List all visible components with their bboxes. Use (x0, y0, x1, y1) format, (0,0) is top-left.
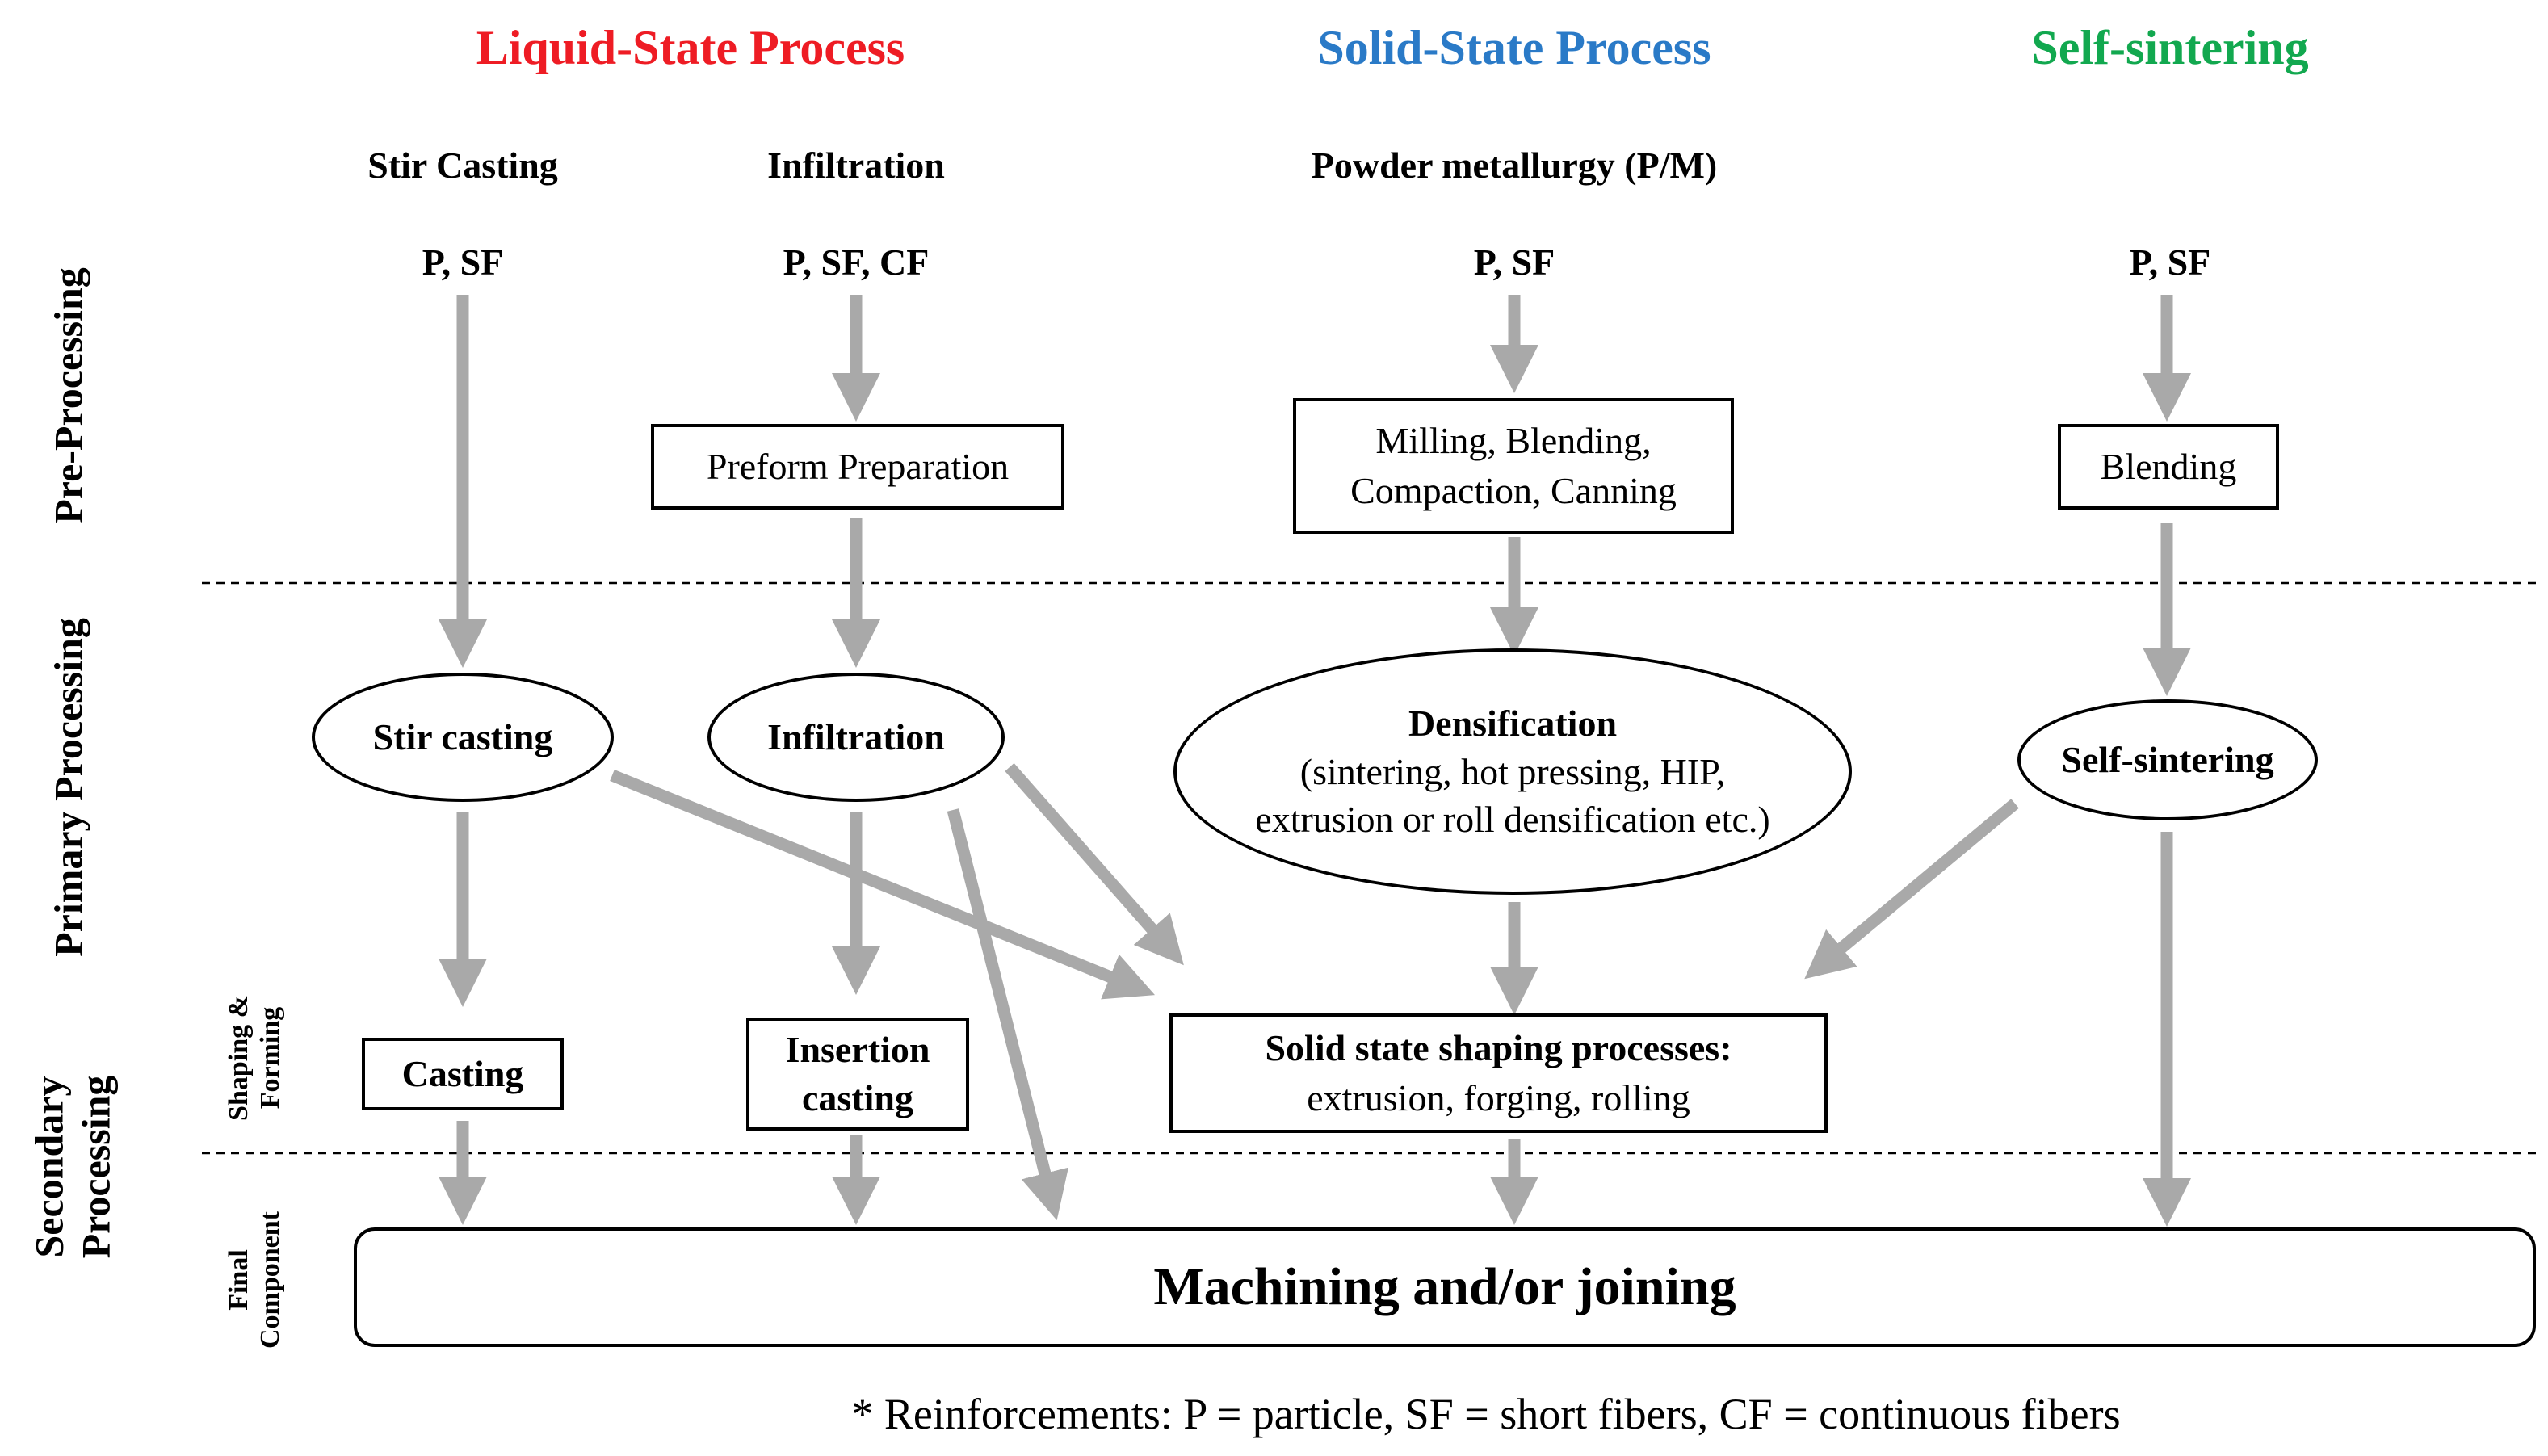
densification-ellipse: Densification (sintering, hot pressing, … (1173, 648, 1852, 895)
method-powder-metallurgy: Powder metallurgy (P/M) (1311, 145, 1718, 186)
infiltration-ellipse: Infiltration (707, 673, 1005, 802)
reinforcement-infiltration: P, SF, CF (783, 241, 930, 283)
stage-shaping-line2: Forming (255, 1006, 285, 1110)
blending-box: Blending (2058, 424, 2279, 510)
arrow-stircasting-to-solidshaping (610, 770, 1156, 1000)
milling-line2: Compaction, Canning (1350, 470, 1677, 511)
insertion-casting-box: Insertion casting (746, 1018, 969, 1131)
stage-final-line1: Final (223, 1249, 254, 1311)
stage-label-primary-processing: Primary Processing (45, 618, 92, 957)
densification-line2: extrusion or roll densification etc.) (1255, 799, 1770, 841)
casting-box: Casting (362, 1038, 564, 1110)
milling-line1: Milling, Blending, (1375, 419, 1652, 461)
reinforcement-stir: P, SF (422, 241, 504, 283)
blending-label: Blending (2100, 445, 2237, 487)
stage-separators (202, 581, 2536, 1155)
header-solid-state: Solid-State Process (1317, 21, 1711, 74)
stage-pre-text: Pre-Processing (45, 267, 91, 524)
arrow-selfsintering-to-solidshaping (1804, 799, 2019, 980)
stage-label-shaping-forming: Shaping & Forming (223, 995, 286, 1121)
solid-state-shaping-box: Solid state shaping processes: extrusion… (1169, 1013, 1828, 1133)
solid-state-shaping-title: Solid state shaping processes: (1265, 1026, 1732, 1068)
stage-secondary-line2: Processing (73, 1075, 118, 1259)
stage-primary-text: Primary Processing (45, 618, 91, 957)
footnote: * Reinforcements: P = particle, SF = sho… (851, 1390, 2121, 1438)
casting-label: Casting (401, 1052, 524, 1094)
preform-preparation-label: Preform Preparation (706, 445, 1010, 487)
stage-label-final-component: Final Component (223, 1211, 286, 1349)
infiltration-label: Infiltration (767, 716, 945, 758)
densification-line1: (sintering, hot pressing, HIP, (1299, 750, 1726, 792)
milling-box: Milling, Blending, Compaction, Canning (1293, 398, 1734, 534)
insertion-line2: casting (802, 1077, 913, 1118)
stir-casting-ellipse: Stir casting (312, 673, 614, 802)
solid-state-shaping-detail: extrusion, forging, rolling (1307, 1077, 1690, 1118)
header-self-sintering: Self-sintering (2031, 21, 2309, 74)
method-infiltration: Infiltration (767, 145, 945, 186)
reinforcement-self: P, SF (2129, 241, 2211, 283)
arrow-infiltration-to-final (947, 808, 1068, 1221)
method-stir-casting: Stir Casting (367, 145, 558, 186)
machining-joining-label: Machining and/or joining (1153, 1257, 1736, 1316)
stage-secondary-line1: Secondary (26, 1076, 72, 1258)
stage-label-secondary-processing: Secondary Processing (27, 1076, 120, 1259)
arrow-infiltration-to-solidshaping (1005, 763, 1184, 966)
stage-final-line2: Component (255, 1211, 285, 1349)
insertion-line1: Insertion (785, 1029, 930, 1071)
header-liquid-state: Liquid-State Process (476, 21, 905, 74)
self-sintering-ellipse: Self-sintering (2017, 699, 2318, 820)
self-sintering-label: Self-sintering (2061, 739, 2274, 781)
reinforcement-pm: P, SF (1473, 241, 1555, 283)
densification-title: Densification (1408, 702, 1618, 744)
stir-casting-label: Stir casting (372, 716, 553, 758)
preform-preparation-box: Preform Preparation (651, 424, 1064, 510)
stage-label-pre-processing: Pre-Processing (45, 267, 92, 524)
stage-shaping-line1: Shaping & (223, 995, 254, 1121)
machining-joining-box: Machining and/or joining (354, 1227, 2536, 1347)
